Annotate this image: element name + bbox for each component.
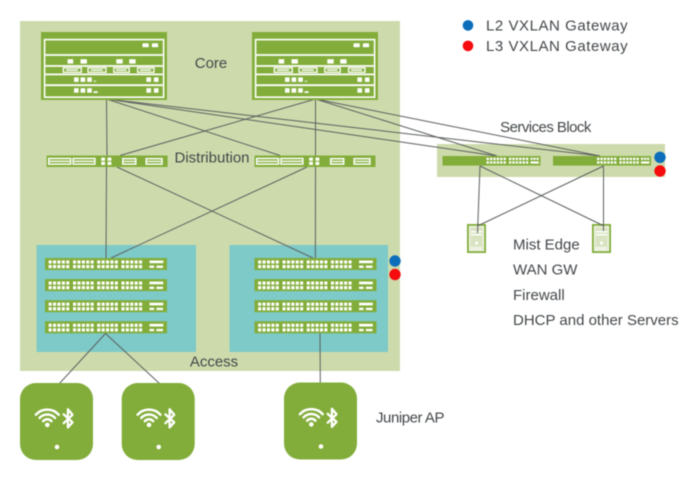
svg-text:WAN GW: WAN GW bbox=[513, 262, 578, 279]
svg-text:Services Block: Services Block bbox=[500, 119, 592, 136]
svg-text:Distribution: Distribution bbox=[174, 150, 249, 167]
svg-text:Access: Access bbox=[190, 354, 238, 371]
svg-text:Mist Edge: Mist Edge bbox=[513, 237, 580, 254]
svg-text:L3 VXLAN Gateway: L3 VXLAN Gateway bbox=[486, 38, 628, 55]
svg-text:Juniper AP: Juniper AP bbox=[376, 410, 444, 427]
svg-text:Firewall: Firewall bbox=[513, 287, 565, 304]
svg-text:DHCP and other Servers: DHCP and other Servers bbox=[513, 312, 679, 329]
svg-text:L2 VXLAN Gateway: L2 VXLAN Gateway bbox=[486, 18, 628, 35]
svg-text:Core: Core bbox=[195, 55, 228, 72]
